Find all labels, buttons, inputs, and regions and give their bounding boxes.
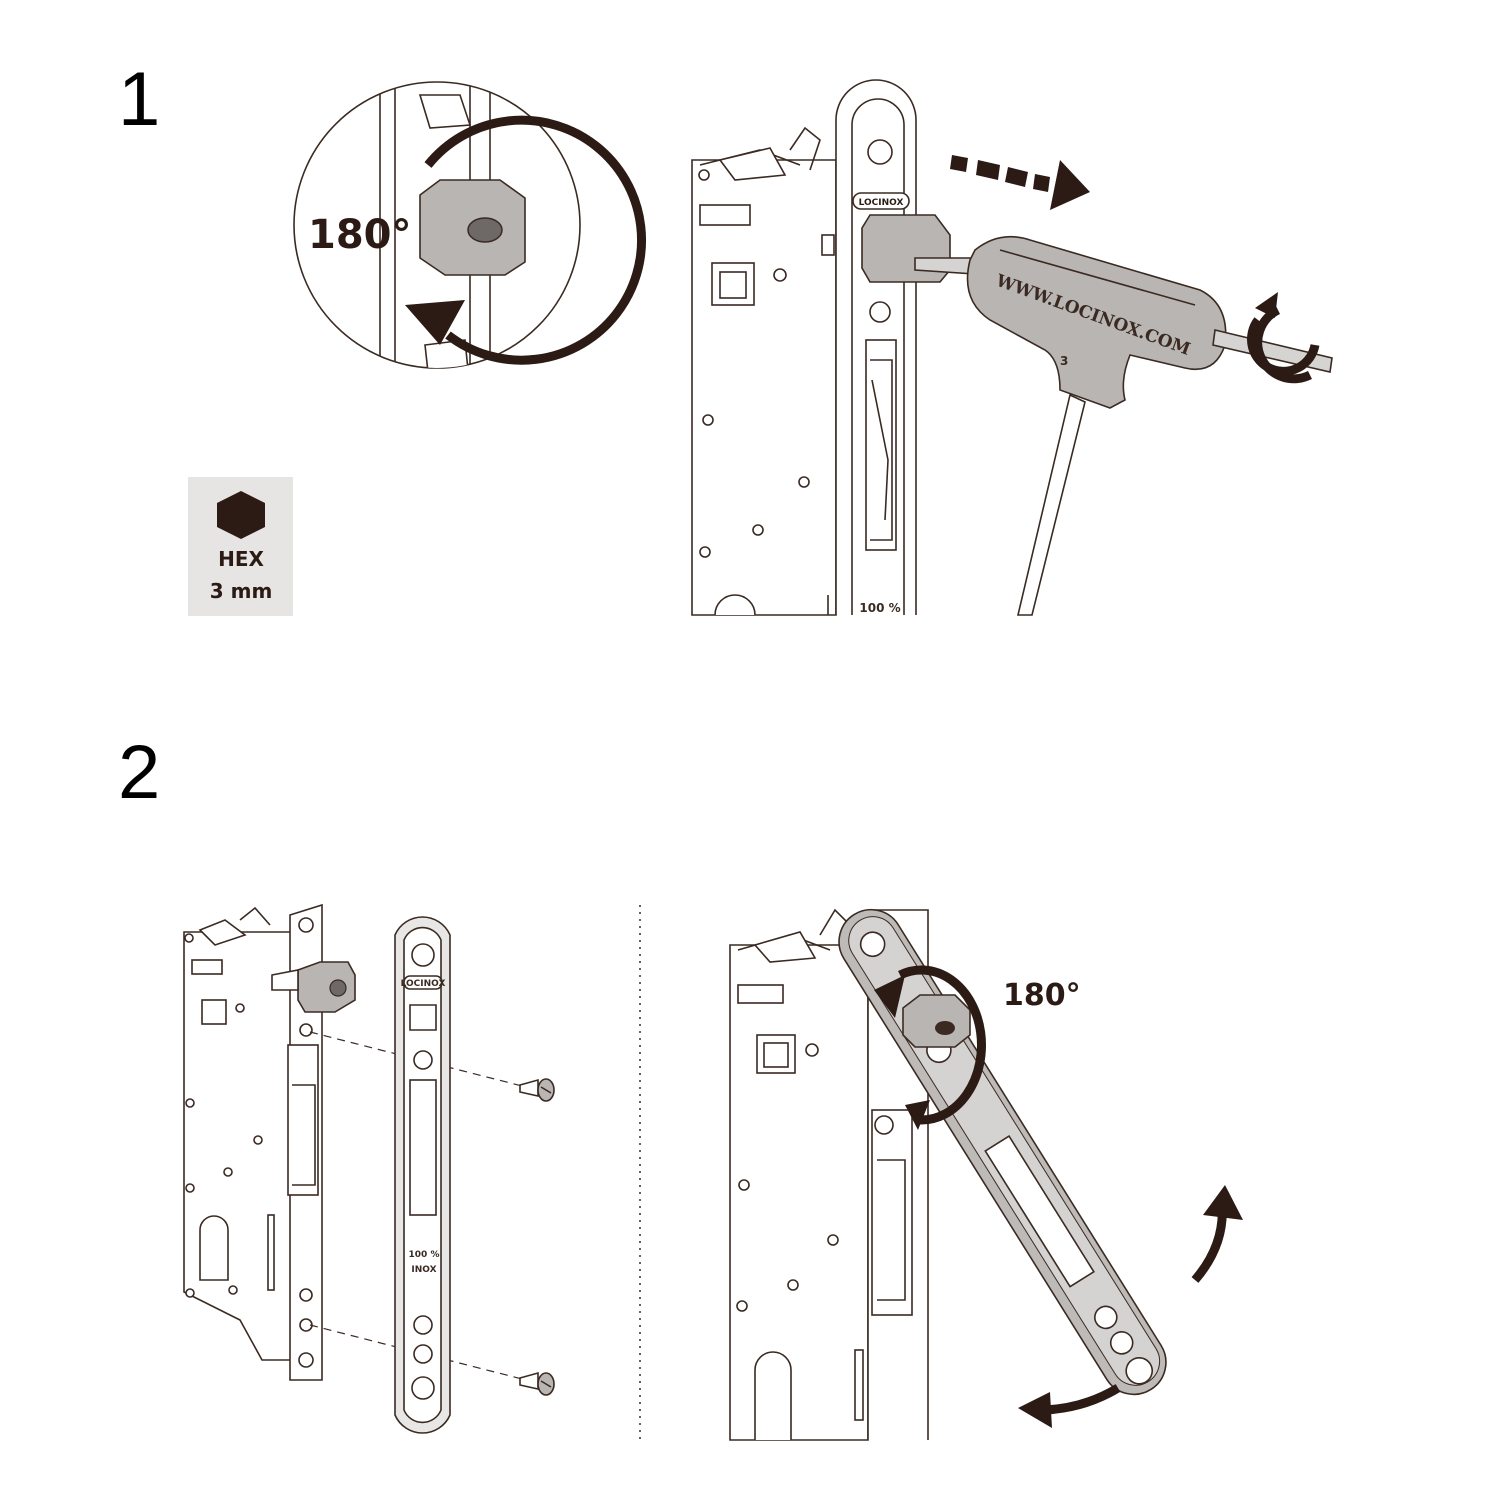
rotation-arrow-step2 xyxy=(874,965,986,1130)
direction-arrow-step1 xyxy=(950,155,1090,210)
t-handle-hex-wrench: WWW.LOCINOX.COM 3 xyxy=(914,235,1333,616)
rotation-label-step1: 180° xyxy=(308,212,412,258)
plate-percent-step2: 100 % xyxy=(409,1250,440,1260)
plate-material-step2: INOX xyxy=(411,1265,436,1275)
hex-tool-badge: HEX 3 mm xyxy=(188,477,293,616)
rotation-label-step2: 180° xyxy=(1003,978,1081,1013)
brand-mark-step2: LOCINOX xyxy=(401,979,446,989)
faceplate-step2: LOCINOX 100 % INOX xyxy=(394,916,451,1434)
step-number-1: 1 xyxy=(118,57,160,142)
rotation-arrow xyxy=(424,115,646,365)
zoom-detail-circle: 180° xyxy=(293,81,646,369)
brand-mark-step1: LOCINOX xyxy=(859,198,904,208)
hexagon-icon xyxy=(217,491,265,539)
plate-percent-step1: 100 % xyxy=(859,601,900,615)
lock-body-step2-right xyxy=(729,908,929,1441)
hex-nut-step2 xyxy=(902,994,971,1048)
hex-size: 3 mm xyxy=(210,579,273,603)
swing-arrow-up xyxy=(1191,1185,1243,1283)
screw-bottom xyxy=(519,1371,555,1396)
swing-arrow-down xyxy=(1018,1384,1121,1428)
step-number-2: 2 xyxy=(118,730,160,815)
rotate-arrows-icon xyxy=(1247,292,1320,384)
wrench-size-mark: 3 xyxy=(1060,354,1068,368)
hex-label: HEX xyxy=(218,547,264,571)
lock-body-step2-left xyxy=(183,903,356,1381)
lock-body-step1: LOCINOX 100 % xyxy=(691,79,917,616)
screw-top xyxy=(519,1078,555,1102)
